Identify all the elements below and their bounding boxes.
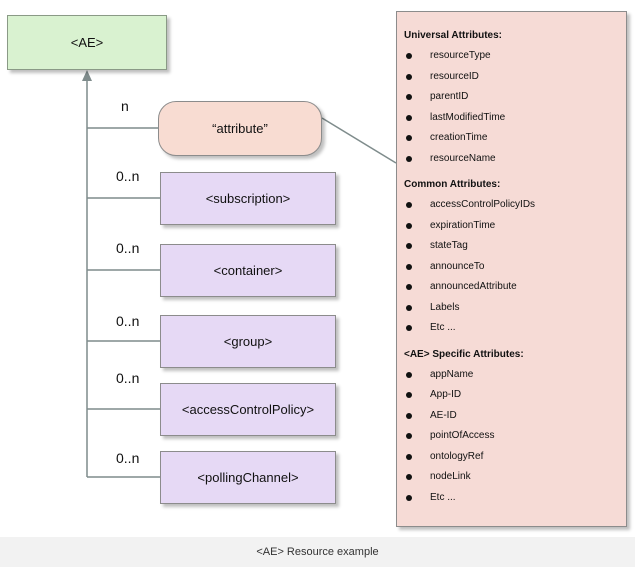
bullet-icon [406, 114, 412, 121]
attribute-name: parentID [430, 91, 469, 102]
bullet-icon [406, 304, 412, 311]
container-box: <container> [160, 244, 336, 297]
attribute-name: creationTime [430, 132, 488, 143]
ae-specific-attributes-section: <AE> Specific Attributes: appName App-ID… [404, 345, 618, 509]
bullet-icon [406, 433, 412, 439]
attribute-name: AE-ID [430, 409, 457, 421]
group-multiplicity: 0..n [116, 313, 140, 329]
bullet-icon [406, 202, 412, 208]
pollingchannel-box: <pollingChannel> [160, 451, 336, 504]
attribute-name: announcedAttribute [430, 281, 517, 292]
list-item: announcedAttribute [404, 277, 618, 298]
attribute-name: announceTo [430, 260, 485, 272]
list-item: announceTo [404, 257, 618, 278]
universal-attributes-section: Universal Attributes: resourceType resou… [404, 26, 618, 169]
composition-arrow-icon [82, 70, 92, 81]
accesscontrolpolicy-box: <accessControlPolicy> [160, 383, 336, 436]
attribute-name: ontologyRef [430, 450, 484, 462]
list-item: resourceID [404, 67, 618, 88]
list-item: parentID [404, 87, 618, 108]
attribute-multiplicity: n [121, 98, 129, 114]
ae-root-box: <AE> [7, 15, 167, 70]
attribute-name: nodeLink [430, 471, 471, 482]
bullet-icon [406, 243, 412, 249]
list-item: creationTime [404, 128, 618, 149]
list-item: resourceName [404, 149, 618, 170]
attribute-node: “attribute” [158, 101, 322, 156]
bullet-icon [406, 494, 412, 501]
accesscontrolpolicy-multiplicity: 0..n [116, 370, 140, 386]
ae-specific-attributes-title: <AE> Specific Attributes: [404, 348, 524, 360]
container-multiplicity: 0..n [116, 240, 140, 256]
pollingchannel-label: <pollingChannel> [197, 470, 299, 485]
list-item: expirationTime [404, 216, 618, 237]
list-item: nodeLink [404, 467, 618, 488]
bullet-icon [406, 73, 412, 80]
attribute-name: lastModifiedTime [430, 111, 506, 123]
attribute-name: Etc ... [430, 322, 456, 333]
bullet-icon [406, 325, 412, 331]
list-item: accessControlPolicyIDs [404, 195, 618, 216]
group-box: <group> [160, 315, 336, 368]
attribute-name: Labels [430, 301, 460, 313]
bullet-icon [406, 371, 412, 378]
bullet-icon [406, 392, 412, 398]
container-label: <container> [213, 263, 283, 278]
attribute-name: pointOfAccess [430, 430, 495, 441]
attribute-name: App-ID [430, 389, 462, 400]
attribute-name: stateTag [430, 240, 468, 251]
list-item: stateTag [404, 236, 618, 257]
attribute-node-label: “attribute” [212, 121, 268, 136]
attribute-name: Etc ... [430, 491, 456, 503]
attributes-panel: Universal Attributes: resourceType resou… [396, 11, 627, 527]
bullet-icon [406, 284, 412, 290]
subscription-label: <subscription> [205, 191, 291, 206]
list-item: AE-ID [404, 406, 618, 427]
universal-attributes-title: Universal Attributes: [404, 30, 502, 41]
attribute-name: resourceType [430, 50, 491, 61]
attribute-name: resourceName [430, 152, 496, 164]
attribute-name: appName [430, 368, 474, 380]
list-item: Labels [404, 298, 618, 319]
list-item: Etc ... [404, 488, 618, 509]
bullet-icon [406, 263, 412, 270]
list-item: lastModifiedTime [404, 108, 618, 129]
subscription-multiplicity: 0..n [116, 168, 140, 184]
pollingchannel-multiplicity: 0..n [116, 450, 140, 466]
accesscontrolpolicy-label: <accessControlPolicy> [181, 402, 315, 417]
bullet-icon [406, 412, 412, 419]
figure-caption: <AE> Resource example [256, 546, 379, 558]
common-attributes-section: Common Attributes: accessControlPolicyID… [404, 175, 618, 339]
attribute-name: accessControlPolicyIDs [430, 199, 536, 210]
subscription-box: <subscription> [160, 172, 336, 225]
list-item: resourceType [404, 46, 618, 67]
attribute-name: resourceID [430, 70, 479, 82]
list-item: appName [404, 365, 618, 386]
list-item: pointOfAccess [404, 426, 618, 447]
ae-root-label: <AE> [70, 35, 104, 50]
bullet-icon [406, 222, 412, 229]
bullet-icon [406, 453, 412, 460]
bullet-icon [406, 94, 412, 100]
bullet-icon [406, 155, 412, 162]
list-item: ontologyRef [404, 447, 618, 468]
group-label: <group> [223, 334, 273, 349]
bullet-icon [406, 474, 412, 480]
figure-caption-bar: <AE> Resource example [0, 537, 635, 567]
bullet-icon [406, 53, 412, 59]
bullet-icon [406, 135, 412, 141]
attribute-name: expirationTime [430, 219, 496, 231]
common-attributes-title: Common Attributes: [404, 179, 501, 190]
list-item: App-ID [404, 385, 618, 406]
list-item: Etc ... [404, 318, 618, 339]
